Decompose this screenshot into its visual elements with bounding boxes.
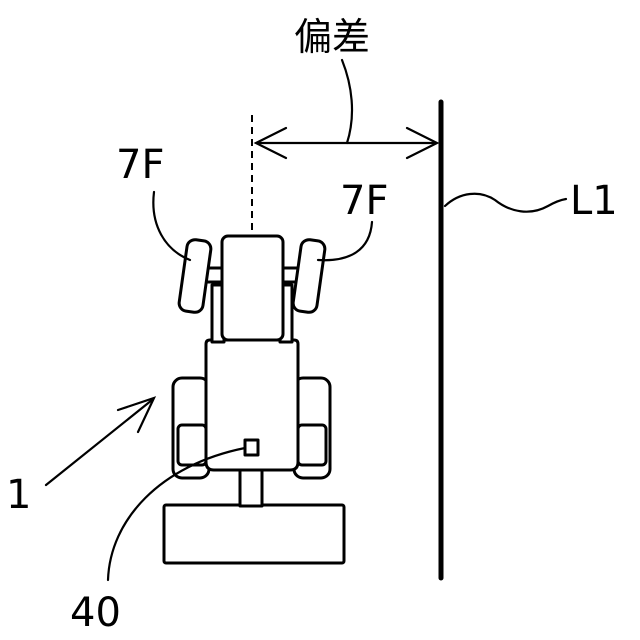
vehicle-pointer-arrow — [46, 398, 154, 485]
hood — [222, 236, 283, 340]
label-sensor-40: 40 — [70, 590, 121, 636]
label-l1: L1 — [570, 178, 618, 224]
label-7f-right: 7F — [340, 178, 388, 224]
label-7f-left: 7F — [116, 142, 164, 188]
front-wheel-right — [292, 239, 326, 314]
front-wheel-left — [178, 239, 212, 314]
label-vehicle-1: 1 — [6, 472, 31, 518]
rear-wheel-left — [173, 378, 209, 478]
leader-7f-left — [153, 192, 190, 260]
hitch — [240, 468, 262, 506]
leader-7f-right — [318, 222, 372, 260]
sensor-40 — [245, 440, 258, 455]
rear-implement — [164, 505, 344, 563]
leader-l1 — [445, 194, 566, 212]
deviation-leader — [342, 60, 352, 143]
label-deviation: 偏差 — [294, 15, 370, 59]
